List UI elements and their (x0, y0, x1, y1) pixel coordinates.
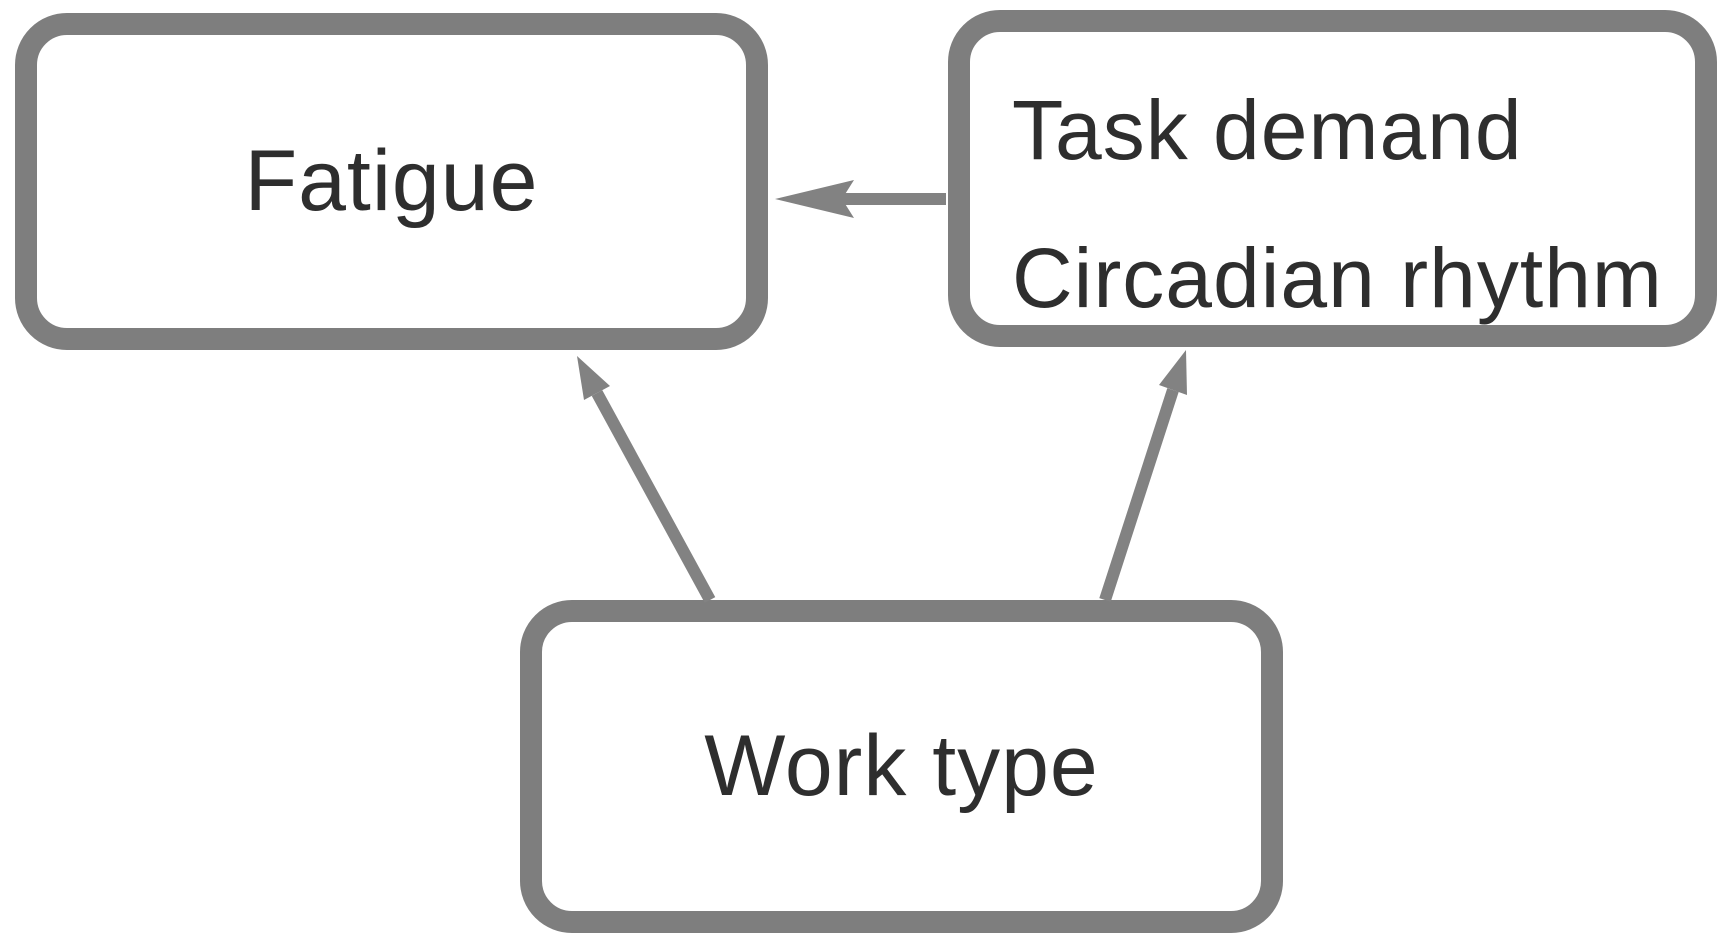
node-fatigue-label: Fatigue (244, 133, 539, 229)
arrow-task-demand-to-fatigue (775, 180, 946, 218)
arrow-shaft (591, 390, 716, 603)
arrow-head-icon (1159, 350, 1187, 395)
arrow-head-icon (775, 180, 854, 218)
node-task-demand-label-line2: Circadian rhythm (1012, 231, 1663, 325)
arrow-work-type-to-fatigue (577, 356, 716, 603)
node-fatigue: Fatigue (15, 13, 768, 350)
node-task-demand-label-line1: Task demand (1012, 83, 1523, 177)
arrow-work-type-to-task-demand (1099, 350, 1187, 602)
arrow-head-icon (577, 356, 610, 400)
node-task-demand-circadian-rhythm: Task demand Circadian rhythm (948, 10, 1717, 347)
arrow-shaft (1099, 388, 1179, 602)
node-work-type: Work type (520, 600, 1283, 933)
node-work-type-label: Work type (704, 718, 1099, 814)
